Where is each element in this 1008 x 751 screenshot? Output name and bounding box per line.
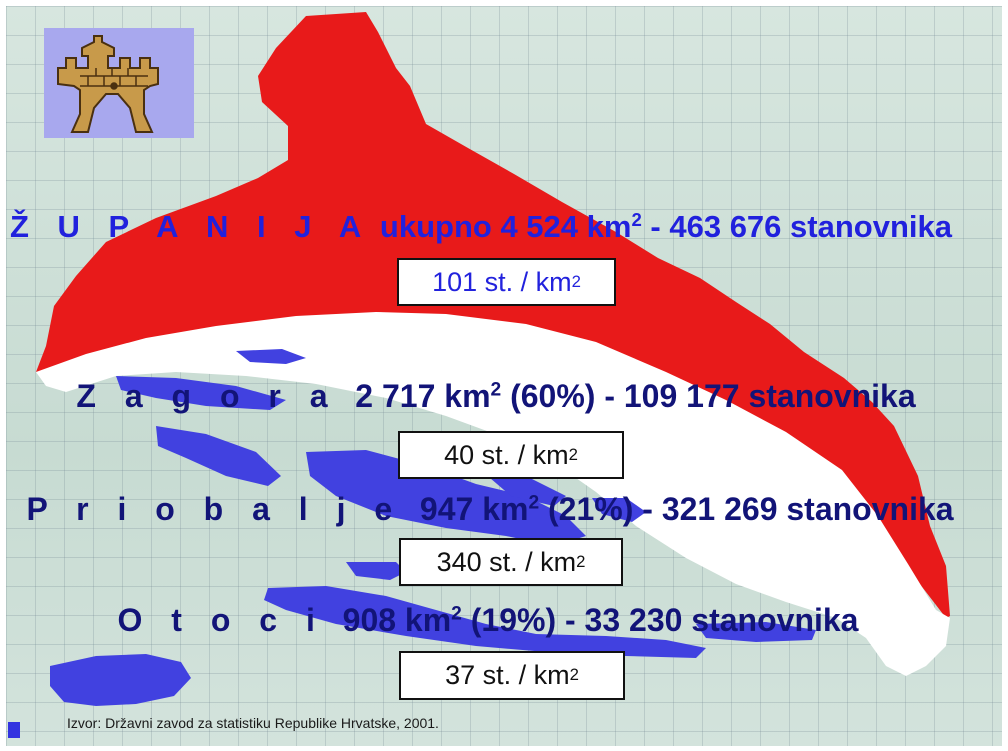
region-otoci-shapes: [50, 349, 816, 706]
region-area: 2 717 km: [355, 378, 491, 414]
region-area: 947 km: [419, 491, 529, 527]
region-area: 908 km: [342, 602, 452, 638]
island-shape: [116, 376, 286, 410]
island-shape: [264, 586, 706, 658]
region-name: O t o c i: [117, 602, 325, 638]
region-priobalje-shape: [36, 312, 950, 676]
county-area: ukupno 4 524 km: [379, 209, 632, 245]
region-zagora-shape: [36, 12, 950, 618]
source-note: Izvor: Državni zavod za statistiku Repub…: [67, 715, 439, 731]
region-area-sup: 2: [451, 603, 462, 625]
region-name: Z a g o r a: [76, 378, 338, 414]
region-area-sup: 2: [490, 379, 502, 401]
region-population: - 321 269 stanovnika: [642, 491, 954, 527]
region-area-sup: 2: [528, 492, 540, 514]
region-population: - 33 230 stanovnika: [564, 602, 859, 638]
infographic-slide: Ž U P A N I J A ukupno 4 524 km2 - 463 6…: [6, 6, 1002, 746]
region-density: 340 st. / km: [436, 546, 577, 577]
island-shape: [50, 654, 191, 706]
region-name: P r i o b a l j e: [26, 491, 403, 527]
region-heading-otoci: O t o c i 908 km2 (19%) - 33 230 stanovn…: [6, 604, 986, 636]
county-population: - 463 676 stanovnika: [650, 209, 952, 245]
island-shape: [696, 622, 816, 642]
county-area-unit-sup: 2: [631, 209, 642, 230]
island-shape: [236, 349, 306, 364]
region-share: (60%): [510, 378, 596, 414]
county-total-heading: Ž U P A N I J A ukupno 4 524 km2 - 463 6…: [10, 209, 1002, 245]
region-share: (21%): [548, 491, 634, 527]
county-density-sup: 2: [571, 271, 581, 291]
island-shape: [156, 426, 281, 486]
region-population: - 109 177 stanovnika: [604, 378, 916, 414]
source-bullet-icon: [8, 722, 20, 738]
region-density: 37 st. / km: [445, 660, 570, 690]
county-map: [36, 12, 950, 706]
region-density-sup: 2: [568, 444, 578, 464]
region-share: (19%): [470, 602, 557, 638]
island-shape: [592, 498, 646, 522]
island-shape: [306, 450, 586, 546]
county-density: 101 st. / km: [432, 266, 572, 297]
region-density-sup: 2: [576, 551, 586, 571]
island-shape: [346, 562, 406, 580]
region-heading-zagora: Z a g o r a 2 717 km2 (60%) - 109 177 st…: [6, 380, 994, 412]
coat-of-arms-crown-icon: [44, 28, 194, 138]
county-label: Ž U P A N I J A: [10, 209, 372, 245]
region-density-sup: 2: [569, 665, 579, 685]
region-density: 40 st. / km: [444, 439, 569, 470]
region-heading-priobalje: P r i o b a l j e 947 km2 (21%) - 321 26…: [6, 493, 988, 525]
